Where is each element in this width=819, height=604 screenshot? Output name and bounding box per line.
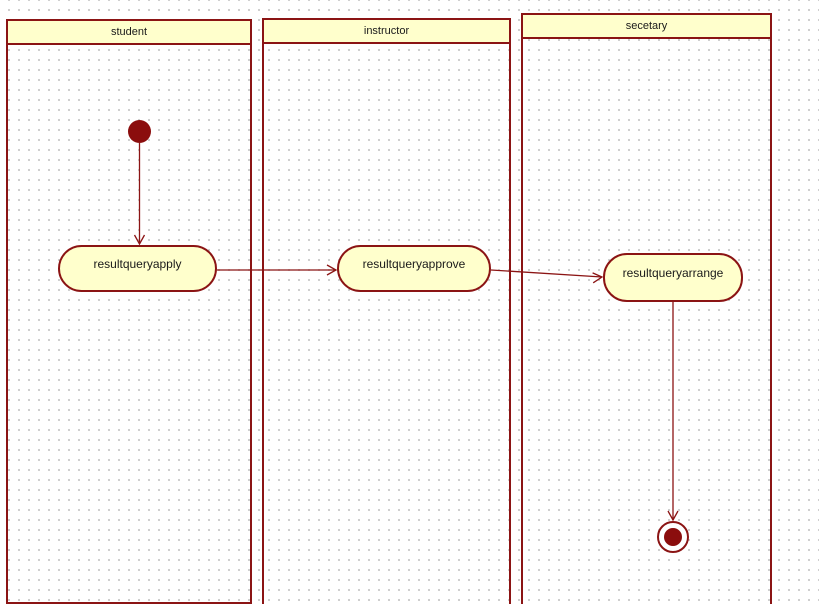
activity-label: resultqueryapply (93, 256, 182, 271)
activity-label: resultqueryarrange (622, 265, 724, 280)
swimlane-title: secetary (625, 20, 668, 32)
initial-state-icon[interactable] (128, 120, 151, 143)
activity-resultqueryarrange[interactable]: resultqueryarrange (603, 253, 743, 302)
activity-resultqueryapprove[interactable]: resultqueryapprove (337, 245, 491, 292)
swimlane-title: instructor (363, 25, 410, 37)
activity-resultqueryapply[interactable]: resultqueryapply (58, 245, 217, 292)
edge-initial-to-resultqueryapply[interactable] (133, 143, 146, 246)
edge-resultqueryapply-to-resultqueryapprove[interactable] (217, 264, 338, 276)
swimlane-secetary[interactable]: secetary (521, 13, 772, 604)
final-state-icon[interactable] (657, 521, 689, 553)
activity-label: resultqueryapprove (362, 256, 466, 271)
swimlane-title: student (110, 26, 148, 38)
swimlane-student[interactable]: student (6, 19, 252, 604)
final-state-inner-dot (664, 528, 682, 546)
swimlane-instructor[interactable]: instructor (262, 18, 511, 604)
swimlane-header-student[interactable]: student (8, 21, 250, 45)
swimlane-header-instructor[interactable]: instructor (264, 20, 509, 44)
edge-resultqueryarrange-to-final[interactable] (667, 302, 679, 522)
swimlane-header-secetary[interactable]: secetary (523, 15, 770, 39)
edge-resultqueryapprove-to-resultqueryarrange[interactable] (490, 269, 604, 284)
